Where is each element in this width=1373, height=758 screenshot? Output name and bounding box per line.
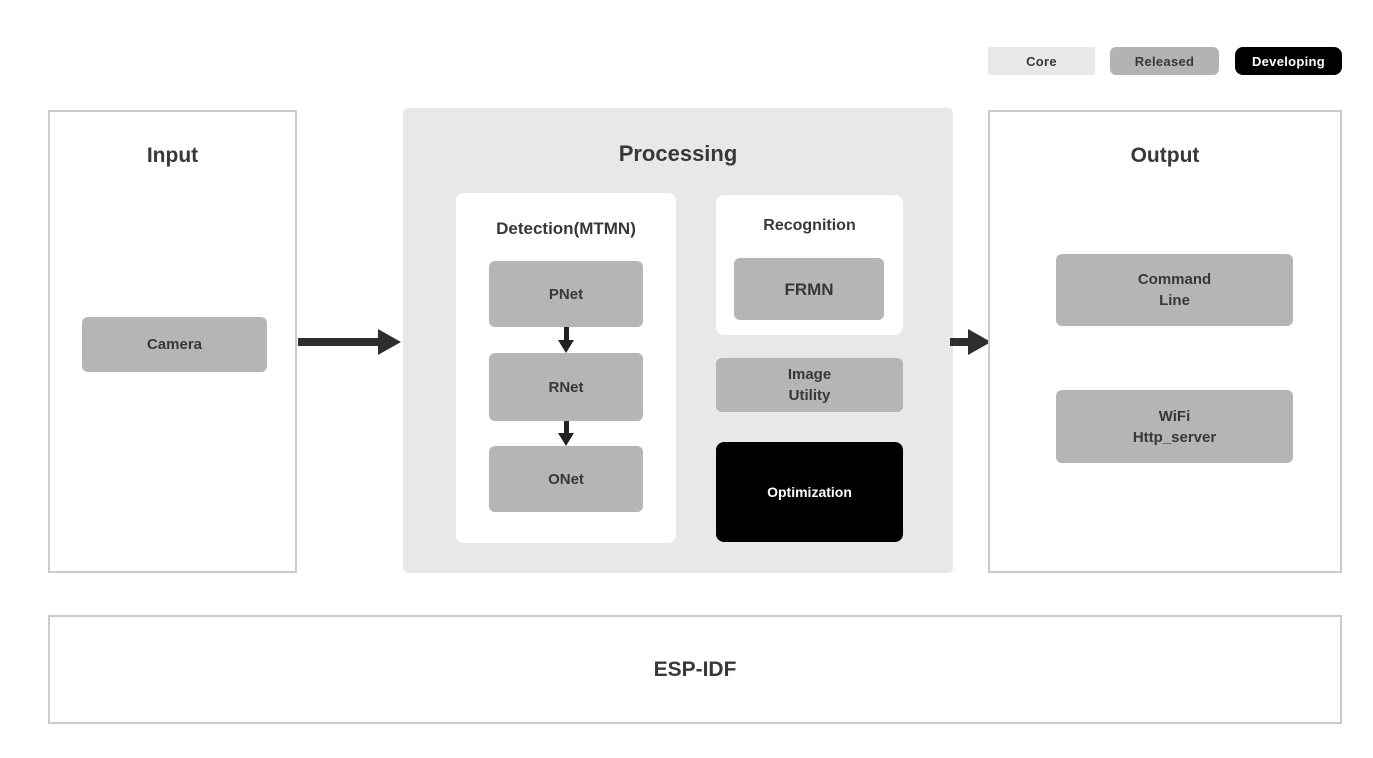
output-panel-title: Output [1130, 144, 1200, 167]
node-wifi-line2: Http_server [1132, 428, 1217, 446]
arrow-down-icon [558, 340, 574, 353]
esp-idf-title: ESP-IDF [653, 657, 737, 681]
node-pnet-label: PNet [548, 285, 584, 303]
arrow-stem [298, 338, 378, 346]
legend-item-developing: Developing [1235, 47, 1342, 75]
node-pnet: PNet [489, 261, 643, 327]
node-image-utility-line1: Image [787, 366, 832, 383]
node-camera-label: Camera [146, 336, 203, 353]
arrow-stem [564, 421, 569, 433]
node-rnet: RNet [489, 353, 643, 421]
node-command-line: Command Line [1056, 254, 1293, 326]
node-frmn-label: FRMN [784, 279, 834, 299]
node-optimization-label: Optimization [767, 483, 852, 500]
legend-label-core: Core [1026, 53, 1057, 69]
output-panel: Output Command Line WiFi Http_server [988, 110, 1342, 573]
node-rnet-label: RNet [548, 378, 584, 396]
esp-idf-panel: ESP-IDF [48, 615, 1342, 724]
detection-group-title: Detection(MTMN) [496, 219, 636, 238]
legend-item-released: Released [1110, 47, 1219, 75]
node-command-line-line1: Command [1137, 271, 1212, 288]
processing-panel-title: Processing [618, 141, 738, 166]
node-wifi-http-server: WiFi Http_server [1056, 390, 1293, 463]
recognition-group-title: Recognition [763, 217, 856, 234]
node-wifi-line1: WiFi [1158, 407, 1191, 425]
recognition-group: Recognition FRMN [716, 195, 903, 335]
legend-item-core: Core [988, 47, 1095, 75]
arrow-stem [564, 327, 569, 340]
node-command-line-line2: Line [1159, 292, 1190, 309]
input-panel-title: Input [146, 144, 199, 167]
arrow-right-icon [378, 329, 401, 355]
detection-group: Detection(MTMN) PNet RNet ONet [456, 193, 676, 543]
arrow-down-icon [558, 433, 574, 446]
arrow-stem [950, 338, 968, 346]
legend-label-released: Released [1134, 53, 1195, 69]
node-image-utility: Image Utility [716, 358, 903, 412]
node-optimization: Optimization [716, 442, 903, 542]
node-onet: ONet [489, 446, 643, 512]
node-onet-label: ONet [548, 470, 584, 488]
node-camera: Camera [82, 317, 267, 372]
legend-label-developing: Developing [1251, 53, 1326, 69]
processing-panel: Processing Detection(MTMN) PNet RNet ONe… [403, 108, 953, 573]
node-image-utility-line2: Utility [788, 387, 831, 404]
input-panel: Input Camera [48, 110, 297, 573]
arrow-right-icon [968, 329, 991, 355]
node-frmn: FRMN [734, 258, 884, 320]
